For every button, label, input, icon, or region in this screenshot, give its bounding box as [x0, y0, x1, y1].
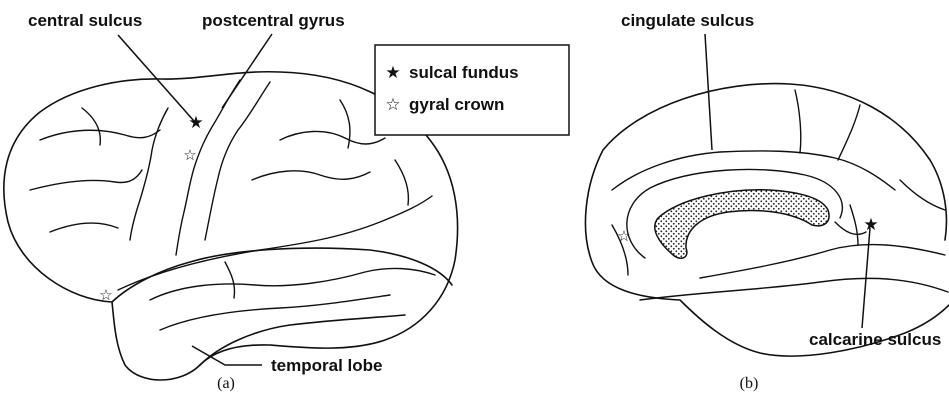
central-sulcus-label: central sulcus [28, 11, 142, 30]
medial-fold-4 [850, 205, 858, 245]
frontal-fold-3 [50, 223, 118, 232]
panel-a-caption: (a) [217, 375, 235, 392]
precentral-sulcus-line [130, 108, 168, 240]
cingulate-sulcus-label: cingulate sulcus [621, 11, 754, 30]
postcentral-sulcus-line [205, 82, 270, 240]
postcentral-gyrus-label: postcentral gyrus [202, 11, 345, 30]
parieto-occipital-line [835, 222, 866, 234]
cingulate-sulcus-line [612, 151, 895, 190]
legend-gyral-crown-icon: ☆ [385, 95, 400, 114]
lower-medial-fold [640, 278, 948, 300]
temporal-fold-3 [225, 262, 235, 298]
temporal-fold-1 [150, 268, 435, 300]
parietal-fold-4 [395, 160, 408, 205]
calcarine-sulcus-label: calcarine sulcus [809, 330, 941, 349]
central-sulcus-line [176, 80, 240, 255]
sulcal-fundus-marker-calcarine: ★ [863, 215, 878, 234]
temporal-lobe-outline [112, 248, 452, 365]
frontal-fold-2 [30, 170, 142, 190]
postcentral-gyrus-leader [222, 34, 272, 108]
panel-b-caption: (b) [740, 375, 759, 392]
sulcal-fundus-marker: ★ [188, 113, 203, 132]
medial-fold-1 [795, 90, 801, 153]
medial-fold-3 [900, 180, 945, 210]
corpus-callosum [655, 190, 829, 259]
medial-brain-outline [585, 84, 949, 356]
calcarine-sulcus-line [700, 245, 945, 278]
frontal-fold-4 [82, 108, 100, 145]
legend-sulcal-fundus-icon: ★ [385, 63, 400, 82]
gyral-crown-marker-frontal: ☆ [617, 228, 630, 245]
legend-gyral-crown-label: gyral crown [409, 95, 504, 114]
gyral-crown-marker-temporal: ☆ [99, 287, 112, 304]
legend: ★ sulcal fundus ☆ gyral crown [375, 45, 569, 135]
legend-box [375, 45, 569, 135]
temporal-fold-2 [160, 295, 390, 330]
sylvian-fissure [118, 196, 432, 290]
parietal-fold-3 [340, 100, 350, 148]
temporal-lobe-label: temporal lobe [271, 356, 382, 375]
parietal-fold-1 [280, 131, 385, 144]
gyral-crown-marker: ☆ [183, 147, 196, 164]
panel-b-medial-brain: ★ ☆ cingulate sulcus calcarine sulcus (b… [585, 11, 949, 392]
legend-sulcal-fundus-label: sulcal fundus [409, 63, 519, 82]
parietal-fold-2 [252, 171, 370, 180]
medial-fold-2 [838, 105, 860, 160]
